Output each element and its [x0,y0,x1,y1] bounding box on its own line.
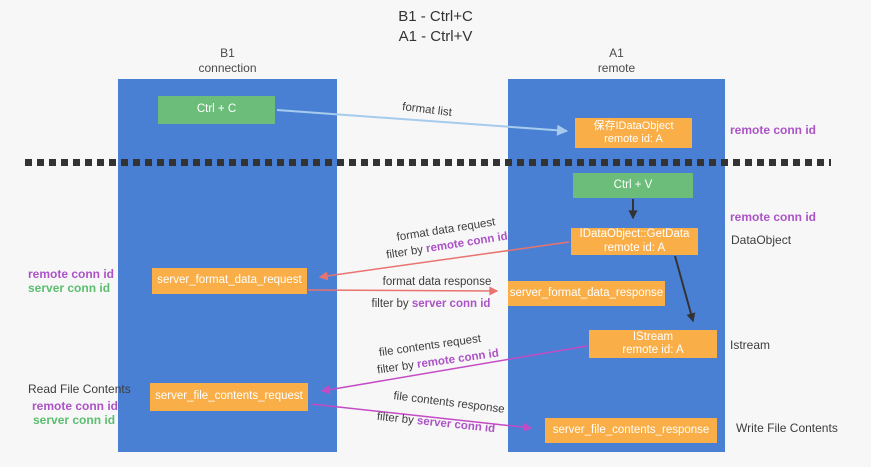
side-remote-conn-id-top: remote conn id [730,123,817,137]
side-left-remote-conn-id-bottom: remote conn id [32,399,119,413]
node-getdata-line2: remote id: A [603,241,666,254]
label-format-data-response: format data response [382,276,492,288]
side-read-file-contents: Read File Contents [28,382,131,396]
side-left-server-conn-id-bottom: server conn id [33,413,116,427]
node-ctrl-c: Ctrl + C [158,96,275,124]
node-ctrl-v-label: Ctrl + V [613,178,653,191]
node-ctrl-c-label: Ctrl + C [196,103,237,116]
node-format-request-label: server_format_data_request [157,274,302,287]
label-format-data-response-filter: filter by server conn id [372,298,491,310]
node-server-format-data-request: server_format_data_request [152,268,307,294]
filter-prefix: filter by [371,298,412,310]
lane-a1-name: A1 [609,46,624,60]
lane-header-b1: B1 connection [118,46,337,76]
section-separator [25,159,831,166]
lane-b1-role: connection [198,61,257,75]
side-remote-conn-id-mid: remote conn id [730,210,817,224]
diagram-title: B1 - Ctrl+C A1 - Ctrl+V [0,7,871,47]
filter-prefix: filter by [376,358,418,377]
node-save-idataobject: 保存IDataObject remote id: A [575,118,692,148]
filter-prefix: filter by [385,243,428,262]
node-server-file-contents-response: server_file_contents_response [545,418,717,443]
node-istream-line1: IStream [632,330,674,343]
node-idataobject-getdata: IDataObject::GetData remote id: A [571,228,698,255]
node-getdata-line1: IDataObject::GetData [579,228,690,240]
node-server-format-data-response: server_format_data_response [508,281,665,306]
node-server-file-contents-request: server_file_contents_request [150,383,308,411]
lane-a1-role: remote [597,61,636,75]
node-ctrl-v: Ctrl + V [573,173,693,198]
title-line-2: A1 - Ctrl+V [398,28,473,45]
node-istream-line2: remote id: A [622,344,684,356]
side-left-server-conn-id-mid: server conn id [28,281,111,295]
filter-key-server-conn-id: server conn id [416,415,496,436]
lane-b1-name: B1 [220,46,235,60]
label-format-list: format list [401,101,453,119]
side-left-remote-conn-id-mid: remote conn id [28,267,115,281]
side-istream: Istream [730,338,771,352]
node-file-response-label: server_file_contents_response [552,423,710,436]
filter-key-server-conn-id: server conn id [411,298,491,310]
node-save-idataobject-line2: remote id: A [604,133,663,145]
side-write-file-contents: Write File Contents [736,421,838,435]
node-save-idataobject-line1: 保存IDataObject [593,119,674,132]
label-file-contents-response-filter: filter by server conn id [376,411,495,435]
filter-prefix: filter by [376,410,418,427]
title-line-1: B1 - Ctrl+C [398,8,473,25]
label-file-contents-response: file contents response [392,390,506,416]
node-istream: IStream remote id: A [589,330,717,358]
node-file-request-label: server_file_contents_request [155,390,303,403]
lane-header-a1: A1 remote [508,46,725,76]
side-dataobject: DataObject [731,233,792,247]
node-format-response-label: server_format_data_response [509,286,664,299]
